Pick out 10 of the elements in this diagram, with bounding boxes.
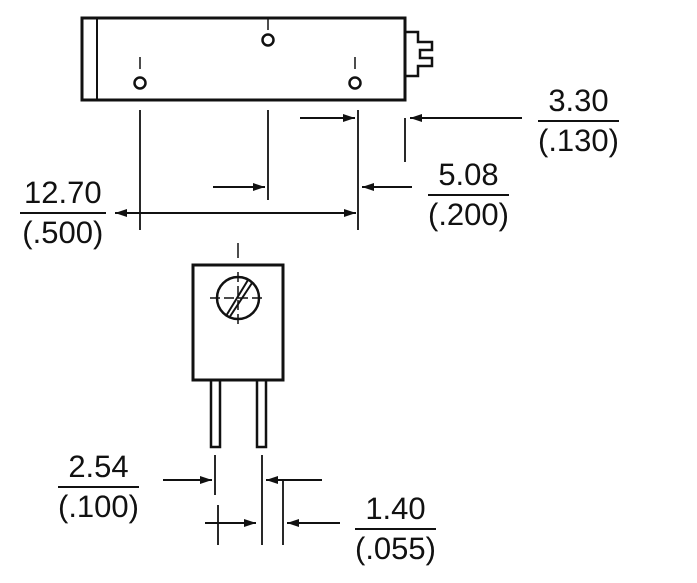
dimension-value: 5.08 [428, 158, 509, 196]
dimension-value-inches: (.500) [21, 214, 104, 250]
dimension-value-inches: (.200) [428, 196, 509, 232]
dimension-value: 3.30 [538, 84, 619, 122]
dimension-value: 1.40 [355, 492, 436, 530]
dimension-value-inches: (.055) [355, 530, 436, 566]
dimension-value: 2.54 [58, 450, 139, 488]
dimension-value-inches: (.130) [538, 122, 619, 158]
dimension-value: 12.70 [20, 176, 106, 214]
dimension-value-inches: (.100) [58, 488, 139, 524]
